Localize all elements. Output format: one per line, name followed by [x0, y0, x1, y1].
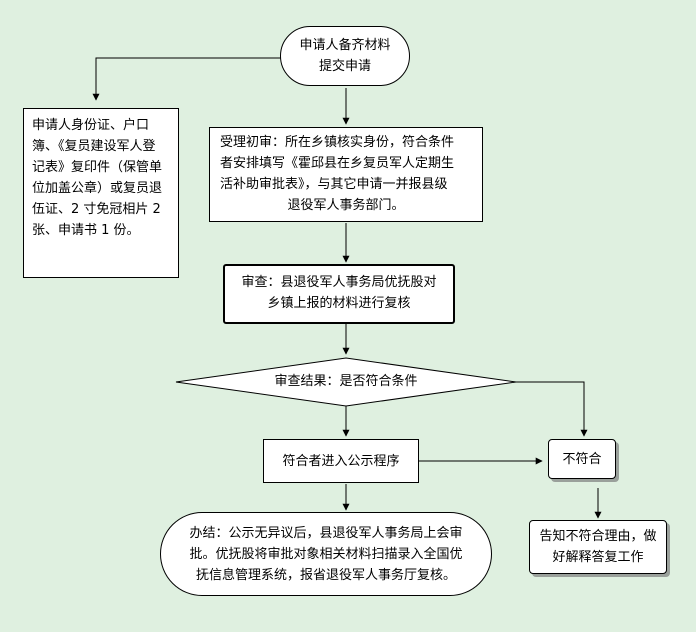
- review-line: 审查：县退役军人事务局优抚股对: [241, 275, 437, 290]
- reject-node: 不符合: [548, 439, 616, 479]
- start-node-line: 提交申请: [318, 59, 371, 74]
- start-node: 申请人备齐材料 提交申请: [280, 26, 410, 86]
- notify-line: 好解释答复工作: [552, 550, 644, 565]
- preliminary-line: 受理初审：所在乡镇核实身份，符合条件: [220, 135, 455, 150]
- materials-node: 申请人身份证、户口 簿、《复员建设军人登 记表》复印件（保管单 位加盖公章）或复…: [23, 108, 179, 278]
- materials-line: 记表》复印件（保管单: [32, 160, 163, 175]
- materials-line: 位加盖公章）或复员退: [32, 181, 163, 196]
- conclusion-line: 抚信息管理系统，报省退役军人事务厅复核。: [195, 567, 456, 583]
- review-line: 乡镇上报的材料进行复核: [267, 296, 411, 311]
- connector-start-to-materials: [92, 57, 282, 101]
- materials-line: 申请人身份证、户口: [32, 118, 150, 133]
- conclusion-node: 办结：公示无异议后，县退役军人事务局上会审 批。优抚股将审批对象相关材料扫描录入…: [160, 512, 492, 596]
- start-node-line: 申请人备齐材料: [299, 38, 391, 53]
- notify-line: 告知不符合理由，做: [539, 529, 657, 544]
- preliminary-line: 退役军人事务部门。: [287, 198, 405, 213]
- materials-line: 张、申请书 1 份。: [32, 223, 140, 238]
- publicity-text: 符合者进入公示程序: [282, 453, 400, 469]
- preliminary-line: 者安排填写《霍邱县在乡复员军人定期生: [220, 156, 455, 171]
- preliminary-review-node: 受理初审：所在乡镇核实身份，符合条件 者安排填写《霍邱县在乡复员军人定期生 活补…: [209, 127, 483, 222]
- publicity-node: 符合者进入公示程序: [263, 439, 419, 483]
- materials-line: 簿、《复员建设军人登: [32, 139, 156, 154]
- preliminary-line: 活补助审批表》，与其它申请一并报县级: [220, 177, 448, 192]
- connector-decision-to-reject: [516, 381, 588, 437]
- reject-text: 不符合: [562, 451, 602, 467]
- conclusion-line: 办结：公示无异议后，县退役军人事务局上会审: [189, 525, 463, 541]
- county-review-node: 审查：县退役军人事务局优抚股对 乡镇上报的材料进行复核: [223, 264, 455, 324]
- decision-label: 审查结果：是否符合条件: [246, 374, 446, 390]
- conclusion-line: 批。优抚股将审批对象相关材料扫描录入全国优: [189, 546, 463, 562]
- decision-text: 审查结果：是否符合条件: [274, 374, 418, 389]
- materials-line: 伍证、2 寸免冠相片 2: [32, 202, 161, 217]
- notify-node: 告知不符合理由，做 好解释答复工作: [529, 520, 667, 574]
